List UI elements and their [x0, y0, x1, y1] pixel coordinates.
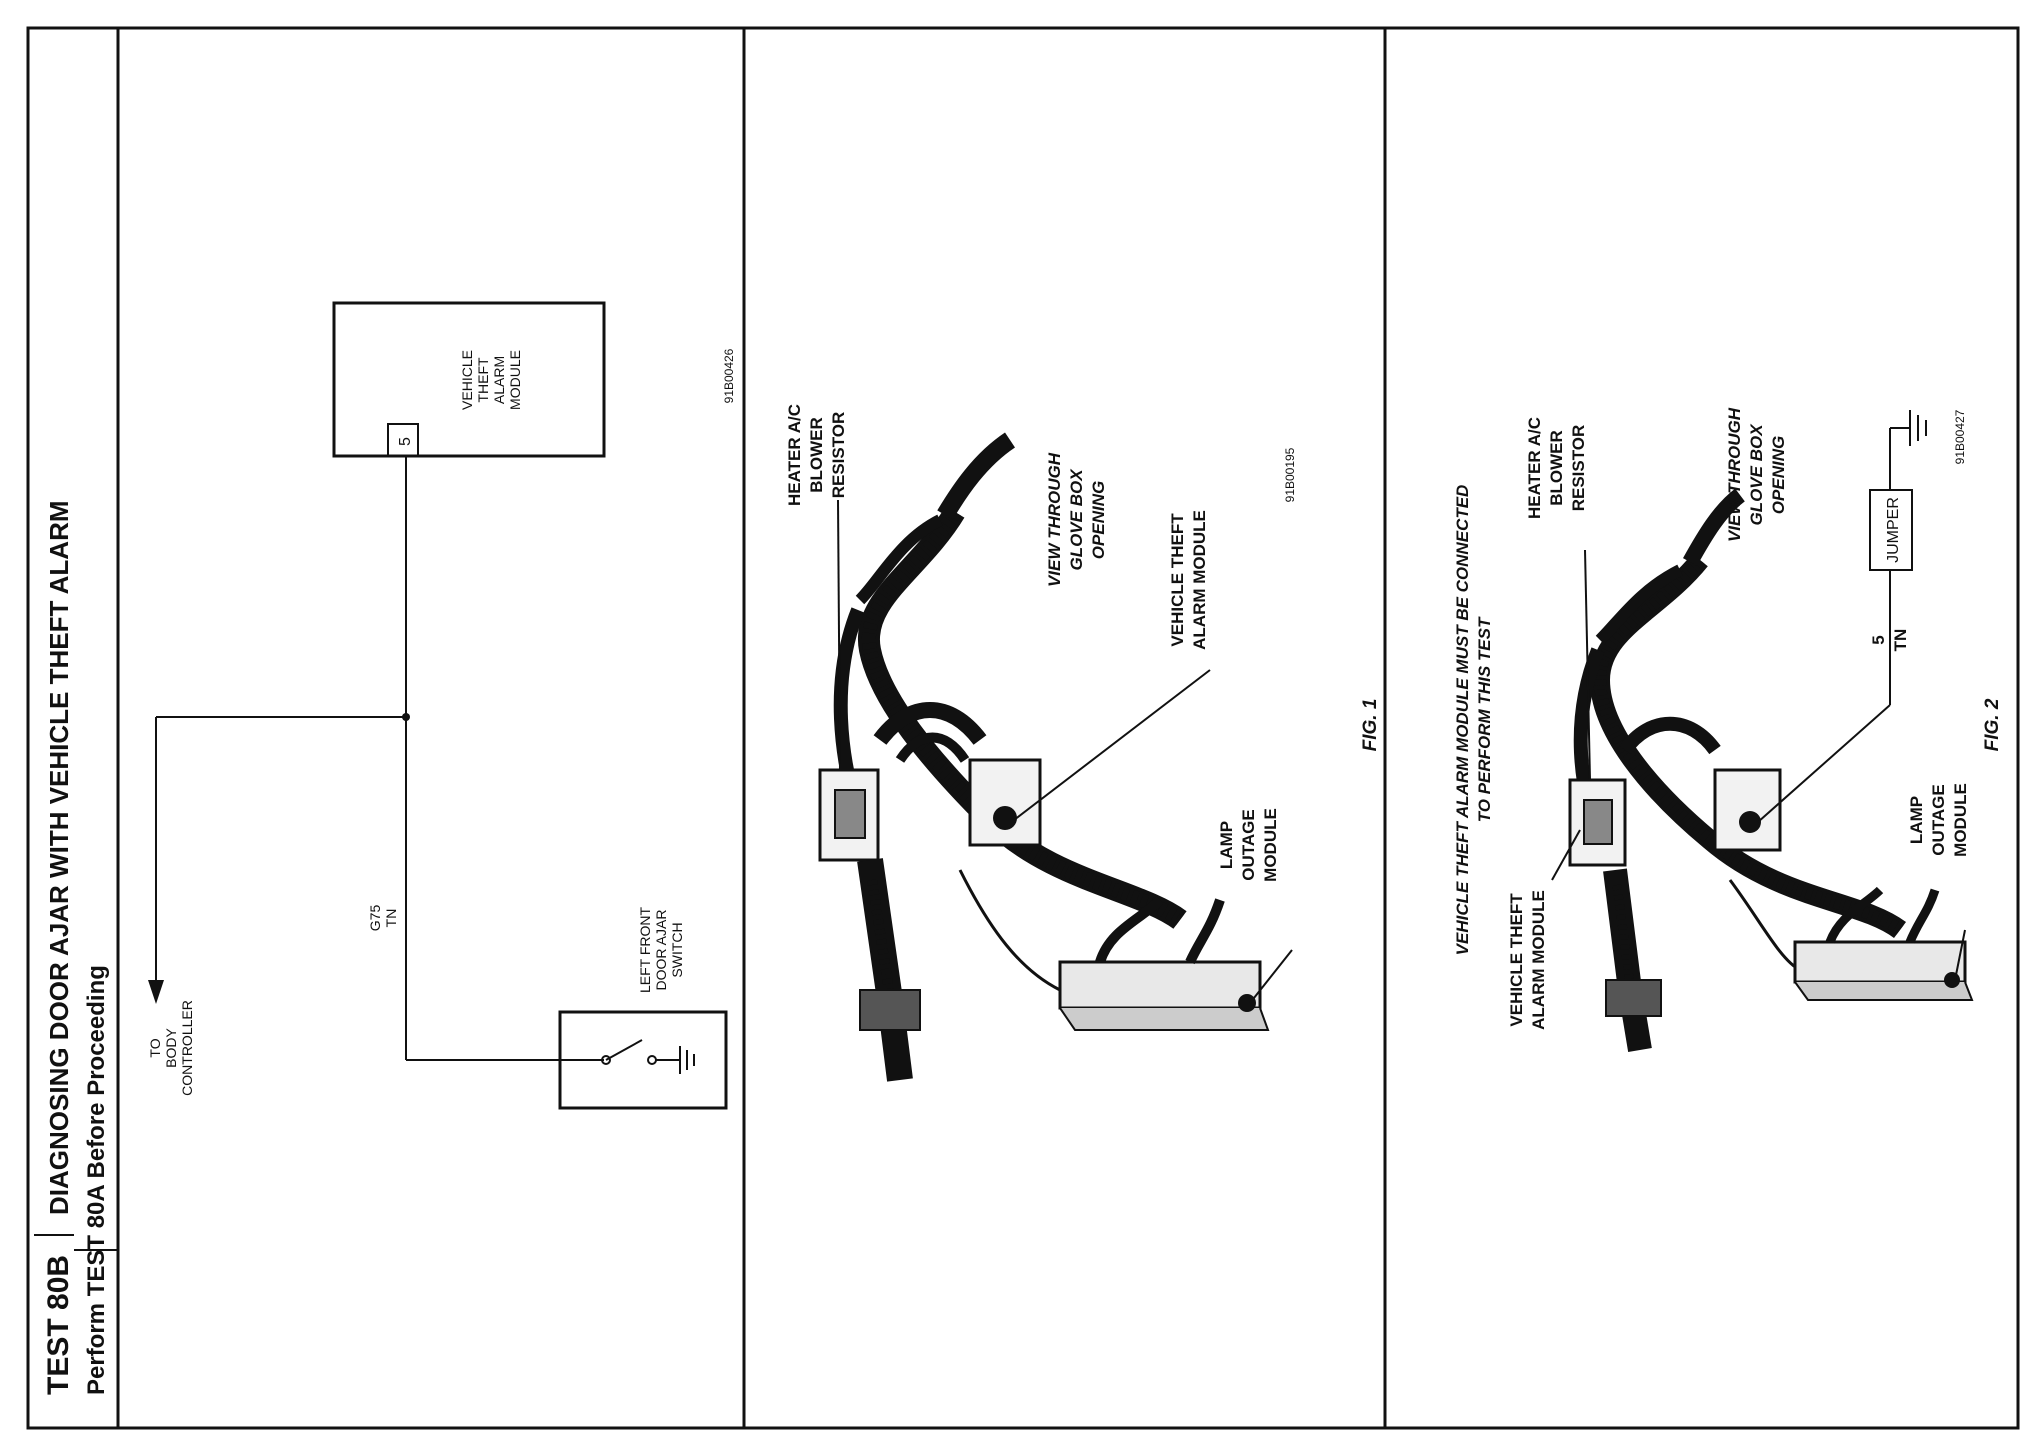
- fig2-resistor-line-1: HEATER A/C: [1525, 417, 1544, 519]
- fig2-callout-lamp: LAMP OUTAGE MODULE: [1907, 783, 1970, 857]
- switch-contact-a: [601, 1055, 611, 1065]
- fig2-resistor-line-3: RESISTOR: [1569, 425, 1588, 512]
- fig1-view-line-1: VIEW THROUGH: [1045, 452, 1064, 587]
- page-border: [26, 26, 2020, 1430]
- controller-label: TO BODY CONTROLLER: [147, 1000, 195, 1096]
- fig1-lamp-line-2: OUTAGE: [1239, 809, 1258, 880]
- switch-line-1: LEFT FRONT: [637, 907, 653, 994]
- fig2-leader-pin5: [1757, 704, 1891, 823]
- fig2-leader-lamp: [1954, 929, 1966, 981]
- fig2-callout-resistor: HEATER A/C BLOWER RESISTOR: [1525, 417, 1588, 519]
- schematic-ref-number: 91B00426: [722, 348, 736, 403]
- fig1-panel: HEATER A/C BLOWER RESISTOR VIEW THROUGH …: [785, 404, 1381, 1082]
- module-line-3: ALARM: [491, 356, 507, 404]
- fig1-resistor-line-1: HEATER A/C: [785, 404, 804, 506]
- fig2-ground-icon: [1909, 410, 1927, 446]
- fig2-lamp-line-2: OUTAGE: [1929, 784, 1948, 855]
- arrow-down-icon: [148, 980, 164, 1004]
- controller-line-1: TO: [147, 1038, 163, 1057]
- fig2-view-line-3: OPENING: [1769, 436, 1788, 514]
- jumper-label: JUMPER: [1885, 497, 1902, 563]
- fig1-label: FIG. 1: [1360, 699, 1381, 752]
- module-line-1: VEHICLE: [459, 350, 475, 410]
- fig1-callout-vta: VEHICLE THEFT ALARM MODULE: [1168, 510, 1209, 650]
- fig2-note-line-1: VEHICLE THEFT ALARM MODULE MUST BE CONNE…: [1453, 485, 1472, 956]
- fig1-callout-view: VIEW THROUGH GLOVE BOX OPENING: [1045, 452, 1108, 587]
- fig2-pin-label: 5 TN: [1869, 629, 1910, 652]
- switch-line-2: DOOR AJAR: [653, 910, 669, 991]
- fig2-callout-vta: VEHICLE THEFT ALARM MODULE: [1507, 890, 1548, 1030]
- fig1-leader-vta: [1013, 669, 1211, 821]
- pin-box: [387, 423, 419, 457]
- controller-line-3: CONTROLLER: [179, 1000, 195, 1096]
- subtitle-strip: Perform TEST 80A Before Proceeding: [83, 965, 110, 1395]
- controller-line-2: BODY: [163, 1028, 179, 1068]
- fig2-vta-line-2: ALARM MODULE: [1529, 890, 1548, 1030]
- fig1-view-line-3: OPENING: [1089, 481, 1108, 559]
- fig2-ref-number: 91B00427: [1953, 409, 1967, 464]
- wire-color: TN: [383, 909, 399, 928]
- fig1-resistor-line-2: BLOWER: [807, 417, 826, 493]
- fig2-vta-line-1: VEHICLE THEFT: [1507, 893, 1526, 1027]
- test-id: TEST 80B: [42, 1255, 75, 1395]
- fig1-vta-line-1: VEHICLE THEFT: [1168, 513, 1187, 647]
- fig2-label: FIG. 2: [1982, 698, 2003, 751]
- fig2-pin-number: 5: [1869, 635, 1888, 644]
- module-line-4: MODULE: [507, 350, 523, 410]
- fig1-resistor-line-3: RESISTOR: [829, 412, 848, 499]
- fig2-callout-view: VIEW THROUGH GLOVE BOX OPENING: [1725, 407, 1788, 542]
- fig2-harness-illustration: [1568, 488, 1974, 1052]
- fig2-leader-resistor: [1584, 549, 1591, 781]
- fig2-warning-note: VEHICLE THEFT ALARM MODULE MUST BE CONNE…: [1453, 485, 1494, 956]
- fig2-lamp-line-3: MODULE: [1951, 783, 1970, 857]
- fig1-vta-line-2: ALARM MODULE: [1190, 510, 1209, 650]
- switch-contact-b: [647, 1055, 657, 1065]
- fig1-callout-lamp: LAMP OUTAGE MODULE: [1217, 808, 1280, 882]
- fig1-harness-illustration: [818, 432, 1270, 1082]
- fig1-callout-resistor: HEATER A/C BLOWER RESISTOR: [785, 404, 848, 506]
- fig2-resistor-line-2: BLOWER: [1547, 430, 1566, 506]
- fig2-pin-color: TN: [1891, 629, 1910, 652]
- page-subtitle: Perform TEST 80A Before Proceeding: [83, 965, 110, 1395]
- switch-label: LEFT FRONT DOOR AJAR SWITCH: [637, 907, 685, 994]
- switch-line-3: SWITCH: [669, 922, 685, 977]
- switch-blade: [605, 1039, 643, 1061]
- fig2-panel: VEHICLE THEFT ALARM MODULE MUST BE CONNE…: [1453, 407, 2003, 1052]
- fig1-leader-lamp: [1249, 949, 1293, 1004]
- fig2-note-line-2: TO PERFORM THIS TEST: [1475, 616, 1494, 822]
- pin-number: 5: [397, 437, 414, 446]
- fig2-view-line-1: VIEW THROUGH: [1725, 407, 1744, 542]
- fig2-view-line-2: GLOVE BOX: [1747, 423, 1766, 526]
- fig1-lamp-line-1: LAMP: [1217, 821, 1236, 869]
- header-strip: TEST 80B DIAGNOSING DOOR AJAR WITH VEHIC…: [34, 500, 75, 1395]
- ground-icon: [679, 1046, 695, 1074]
- vta-module-box: [332, 301, 606, 458]
- fig2-lamp-line-1: LAMP: [1907, 796, 1926, 844]
- vta-module-label: VEHICLE THEFT ALARM MODULE: [459, 350, 523, 410]
- fig1-ref-number: 91B00195: [1283, 447, 1297, 502]
- page-title: DIAGNOSING DOOR AJAR WITH VEHICLE THEFT …: [44, 500, 74, 1215]
- fig1-view-line-2: GLOVE BOX: [1067, 468, 1086, 571]
- fig1-lamp-line-3: MODULE: [1261, 808, 1280, 882]
- fig2-leader-vta: [1551, 829, 1581, 881]
- schematic-panel: 5 VEHICLE THEFT ALARM MODULE G75 TN TO B…: [147, 301, 736, 1110]
- module-line-2: THEFT: [475, 357, 491, 403]
- wire-label: G75 TN: [367, 905, 399, 932]
- fig1-leader-resistor: [837, 499, 841, 771]
- wire-code: G75: [367, 905, 383, 932]
- door-switch-box: [558, 1010, 728, 1110]
